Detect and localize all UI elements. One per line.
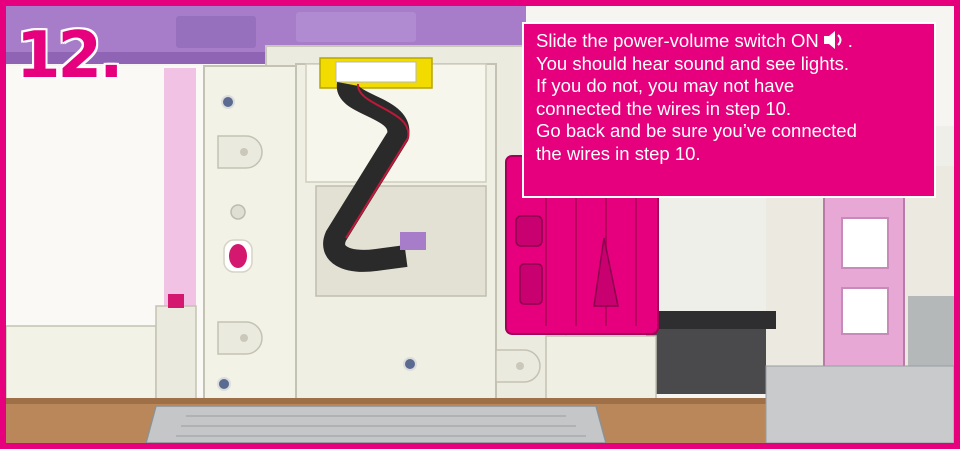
pink-door-left <box>164 68 196 308</box>
instruction-line-5: Go back and be sure you’ve connected <box>536 120 922 143</box>
instruction-callout: Slide the power-volume switch ON. You sh… <box>522 22 936 198</box>
front-cabinet <box>546 336 656 406</box>
pink-door-right <box>824 181 904 371</box>
led-light <box>231 205 245 219</box>
instruction-line-1-text: Slide the power-volume switch ON <box>536 30 819 51</box>
battery-compartment <box>6 326 156 406</box>
instruction-line-3: If you do not, you may not have <box>536 75 922 98</box>
instruction-line-4: connected the wires in step 10. <box>536 98 922 121</box>
screw-bottom <box>218 378 230 390</box>
step-number: 12. <box>16 24 120 88</box>
instruction-line-6: the wires in step 10. <box>536 143 922 166</box>
power-volume-switch <box>229 244 247 268</box>
main-cream-frame <box>204 66 304 416</box>
screw-top <box>222 96 234 108</box>
grey-grid-floor <box>146 406 606 443</box>
instruction-line-2: You should hear sound and see lights. <box>536 53 922 76</box>
screw-middle <box>404 358 416 370</box>
speaker-volume-icon <box>822 30 848 50</box>
instruction-line-1-period: . <box>848 30 853 51</box>
instruction-line-1: Slide the power-volume switch ON. <box>536 30 922 53</box>
